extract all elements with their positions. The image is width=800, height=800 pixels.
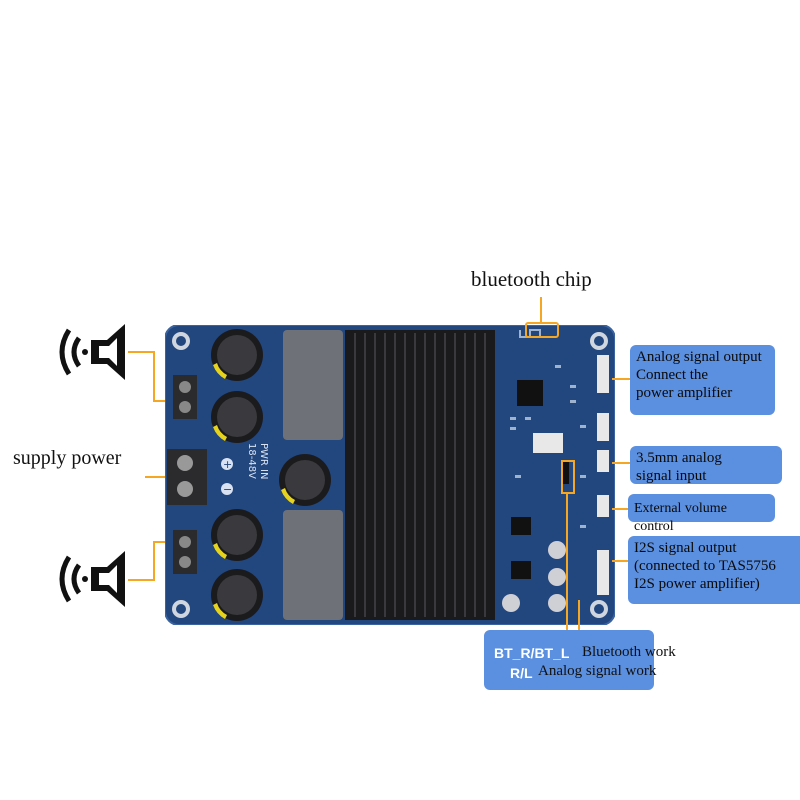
bt-chip-leader xyxy=(540,297,542,322)
i2s-line3: I2S power amplifier) xyxy=(634,576,760,592)
bt-switch-code1: BT_R/BT_L xyxy=(494,645,570,661)
volume-leader xyxy=(612,508,628,510)
speaker-top-leader xyxy=(128,351,154,353)
speaker-bottom-leader-h xyxy=(153,541,175,543)
bt-switch-code2: R/L xyxy=(510,665,533,681)
bt-chip-marker xyxy=(525,322,559,338)
analog-in-line1: 3.5mm analog xyxy=(636,450,722,466)
i2s-callout: I2S signal output (connected to TAS5756 … xyxy=(628,536,800,604)
speaker-top-leader-v xyxy=(153,351,155,401)
pwr-in-print: PWR IN xyxy=(258,443,269,479)
analog-output-leader xyxy=(612,378,630,380)
power-leader xyxy=(145,476,170,478)
plus-print: + xyxy=(223,458,232,471)
switch-marker xyxy=(561,460,575,494)
minus-print: − xyxy=(223,483,232,496)
analog-out-line3: power amplifier xyxy=(636,385,733,401)
bt-work-label: Bluetooth work xyxy=(582,644,676,660)
i2s-line1: I2S signal output xyxy=(634,540,737,556)
switch-leader xyxy=(566,492,568,630)
speaker-bottom-leader-v xyxy=(153,541,155,581)
bt-switch-callout: BT_R/BT_L R/L xyxy=(484,630,654,690)
speaker-icon xyxy=(59,551,125,607)
speaker-icon xyxy=(59,324,125,380)
volume-control-callout: External volume control xyxy=(628,494,775,534)
i2s-line2: (connected to TAS5756 xyxy=(634,558,776,574)
analog-output-callout: Analog signal output Connect the power a… xyxy=(630,345,775,415)
analog-out-line2: Connect the xyxy=(636,367,709,383)
i2s-leader xyxy=(612,560,628,562)
switch-leader-2 xyxy=(578,600,580,630)
analog-work-label: Analog signal work xyxy=(538,663,657,679)
volume-control-text: External volume control xyxy=(634,501,727,534)
speaker-top-leader-h xyxy=(153,400,175,402)
amplifier-board: PWR IN 18-48V + − xyxy=(165,325,615,625)
analog-input-callout: 3.5mm analog signal input xyxy=(630,446,782,484)
voltage-print: 18-48V xyxy=(246,443,257,479)
bluetooth-chip-label: bluetooth chip xyxy=(471,267,592,291)
analog-input-leader xyxy=(612,462,630,464)
analog-out-line1: Analog signal output xyxy=(636,349,762,365)
supply-power-label: supply power xyxy=(13,447,122,469)
analog-in-line2: signal input xyxy=(636,468,707,484)
speaker-bottom-leader xyxy=(128,579,154,581)
